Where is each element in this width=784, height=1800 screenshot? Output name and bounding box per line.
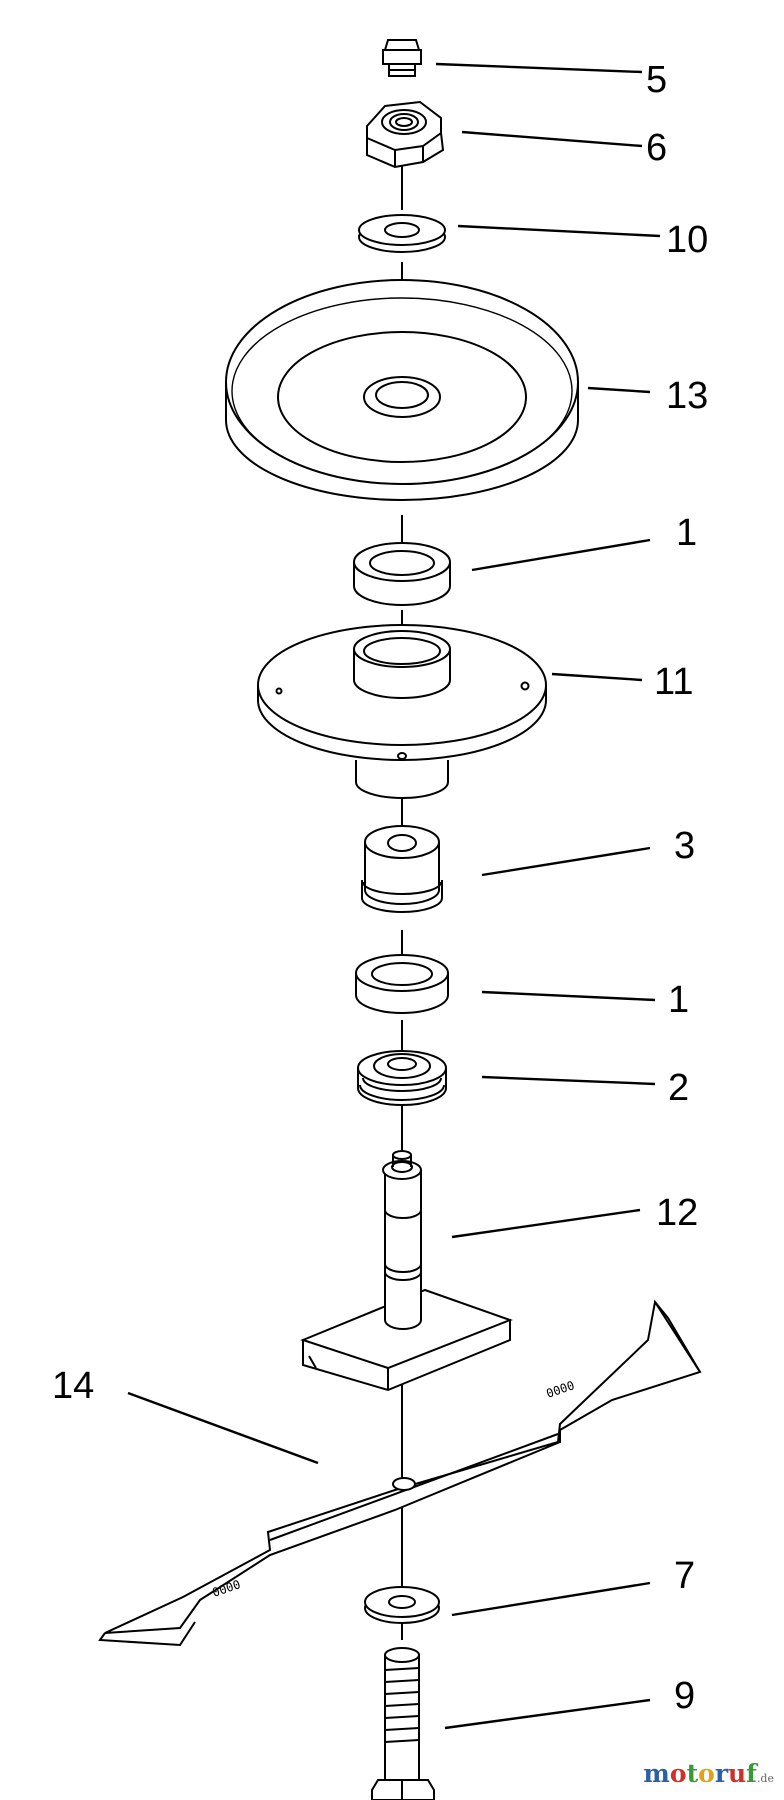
leader-3: [481, 846, 651, 877]
leader-7: [451, 1581, 651, 1617]
leader-1a: [471, 538, 651, 572]
watermark-letter: m: [643, 1759, 670, 1788]
leader-6: [461, 130, 643, 148]
leader-10: [457, 224, 661, 238]
washer-lower-part: [364, 1586, 440, 1624]
leader-12: [451, 1208, 641, 1239]
blade-part: [98, 1299, 702, 1647]
leader-1b: [481, 990, 656, 1002]
callout-14: 14: [52, 1365, 94, 1407]
bearing-upper-part: [353, 542, 451, 606]
spacer-sleeve-part: [361, 825, 443, 913]
callout-1-lower: 1: [668, 979, 689, 1021]
leader-14: [127, 1391, 319, 1465]
callout-9: 9: [674, 1675, 695, 1717]
hex-nut-part: [366, 100, 445, 169]
leader-9: [444, 1698, 651, 1730]
spindle-housing-part: [257, 624, 547, 799]
spindle-shaft-part: [300, 1150, 513, 1392]
callout-11: 11: [654, 661, 693, 703]
motoruf-watermark-logo: motoruf.de: [643, 1759, 774, 1788]
callout-3: 3: [674, 825, 695, 867]
callout-1-upper: 1: [676, 512, 697, 554]
watermark-letter: t: [686, 1759, 699, 1788]
blade-bolt-part: [371, 1647, 435, 1800]
grease-fitting-part: [382, 39, 422, 77]
watermark-letter: o: [669, 1759, 687, 1788]
callout-7: 7: [674, 1555, 695, 1597]
washer-part: [358, 214, 446, 253]
leader-lines: [127, 62, 661, 1730]
leader-2: [481, 1075, 656, 1086]
bearing-lower-part: [355, 954, 449, 1014]
callout-13: 13: [666, 375, 708, 417]
seal-part: [357, 1050, 447, 1106]
callout-2: 2: [668, 1067, 689, 1109]
leader-11: [551, 672, 643, 682]
callout-12: 12: [656, 1192, 698, 1234]
callout-6: 6: [646, 127, 667, 169]
watermark-letter: f: [746, 1759, 757, 1788]
watermark-letter: u: [727, 1759, 747, 1788]
watermark-letter: o: [698, 1759, 715, 1788]
watermark-letter: r: [714, 1759, 728, 1788]
callout-10: 10: [666, 219, 708, 261]
callout-labels: 5 6 10 13 1 11 3 1 2 12 14 7 9: [52, 59, 708, 1717]
callout-5: 5: [646, 59, 667, 101]
leader-13: [587, 386, 651, 394]
watermark-suffix: .de: [756, 1772, 774, 1785]
leader-5: [435, 62, 643, 74]
pulley-part: [225, 279, 579, 501]
